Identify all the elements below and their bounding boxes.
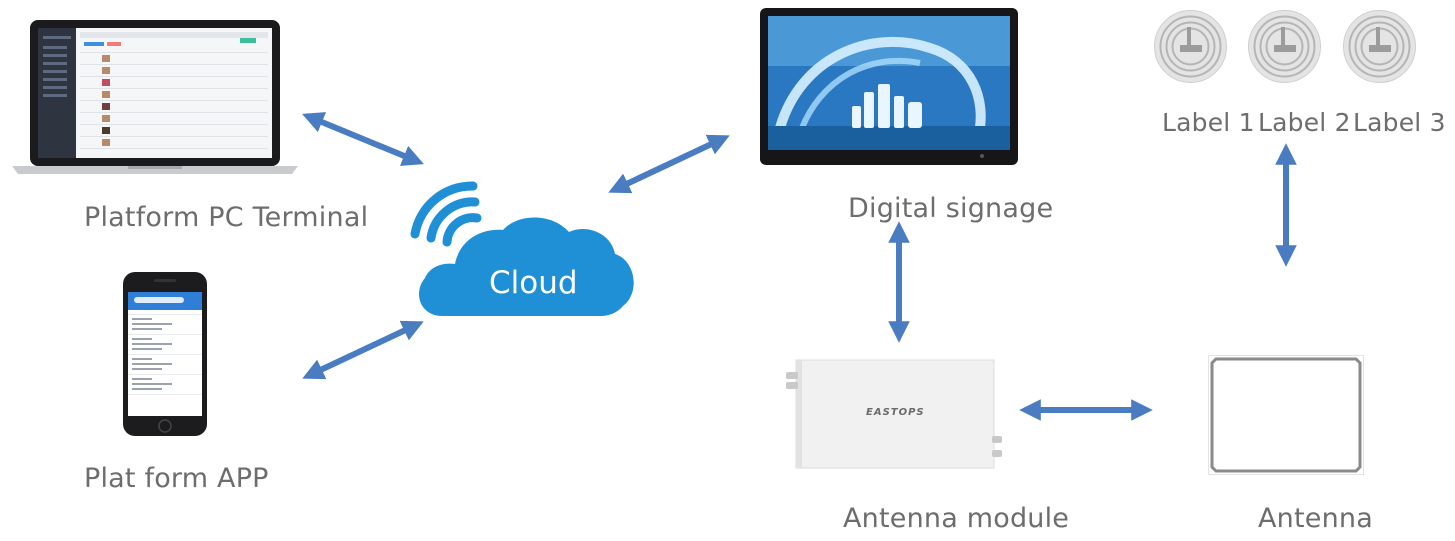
tag-label-1: Label 1 (1162, 108, 1255, 137)
cloud-label: Cloud (489, 265, 578, 301)
antenna-label: Antenna (1258, 503, 1373, 534)
rfid-tag-3-image (1342, 9, 1417, 84)
antenna-module-label: Antenna module (843, 503, 1070, 534)
digital-signage-label: Digital signage (848, 193, 1054, 224)
wifi-arc-outer (410, 181, 478, 239)
laptop-image (10, 18, 300, 178)
arrow-pc-cloud (302, 112, 424, 166)
cloud-image (405, 180, 637, 320)
pc-terminal-label: Platform PC Terminal (84, 202, 369, 233)
antenna-module-image (786, 358, 1004, 470)
app-label: Plat form APP (84, 463, 269, 494)
rfid-tag-1-image (1153, 9, 1228, 84)
phone-image (120, 270, 210, 438)
arrow-app-cloud (302, 320, 424, 380)
antenna-image (1208, 355, 1364, 475)
rfid-tag-2-image (1247, 9, 1322, 84)
digital-signage-image (760, 8, 1018, 165)
tag-label-3: Label 3 (1353, 108, 1446, 137)
device-brand-label: EASTOPS (866, 407, 925, 418)
tag-label-2: Label 2 (1258, 108, 1351, 137)
arrow-cloud-signage (608, 134, 730, 194)
